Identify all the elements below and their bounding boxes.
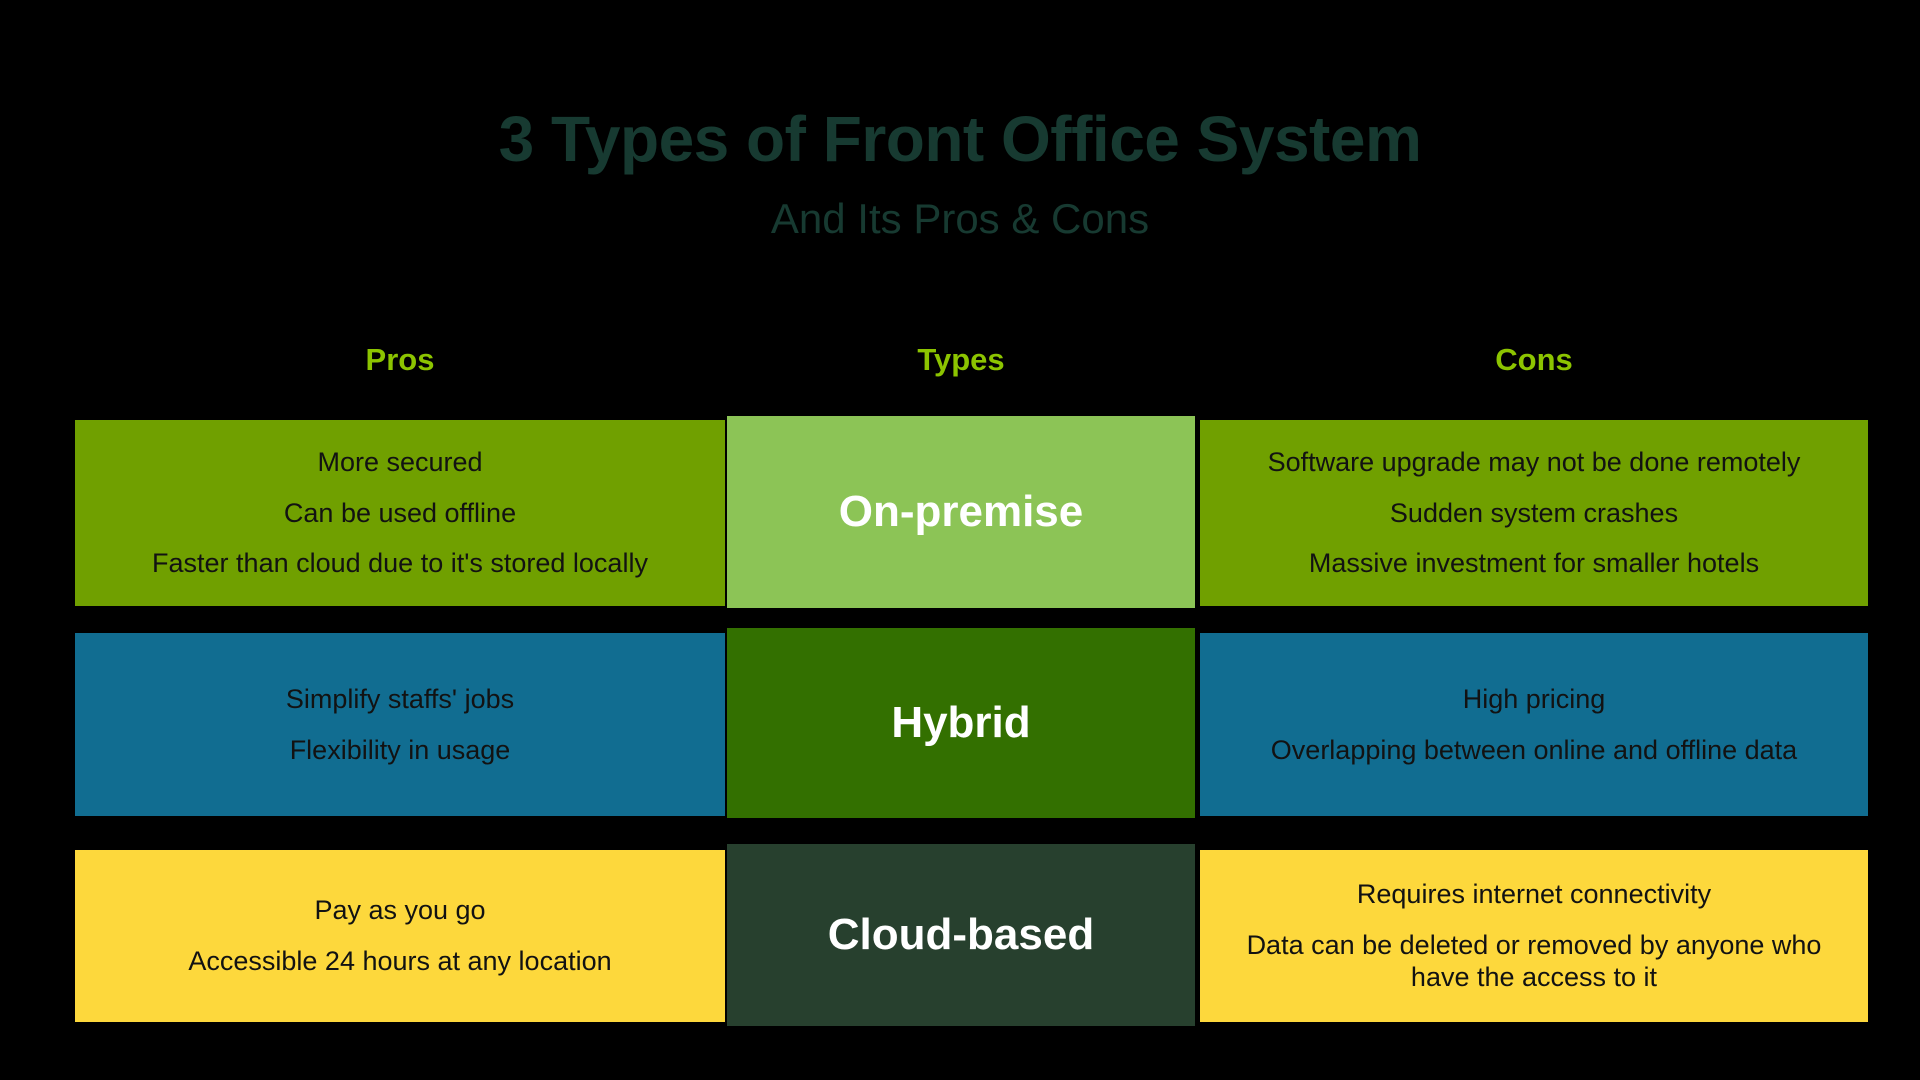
type-label: Cloud-based bbox=[827, 909, 1095, 959]
cons-item: High pricing bbox=[1462, 683, 1606, 714]
type-label: On-premise bbox=[838, 486, 1084, 536]
type-cell: Cloud-based bbox=[727, 844, 1195, 1026]
type-label: Hybrid bbox=[891, 697, 1031, 747]
page-title: 3 Types of Front Office System bbox=[498, 103, 1422, 175]
cons-item: Data can be deleted or removed by anyone… bbox=[1246, 929, 1822, 993]
pros-item: Flexibility in usage bbox=[289, 734, 511, 765]
pros-item: More secured bbox=[317, 446, 483, 477]
cons-item: Sudden system crashes bbox=[1389, 497, 1679, 528]
pros-item: Accessible 24 hours at any location bbox=[188, 946, 612, 976]
cons-item: Massive investment for smaller hotels bbox=[1308, 548, 1760, 579]
type-cell: On-premise bbox=[727, 416, 1195, 608]
pros-item: Can be used offline bbox=[283, 497, 517, 528]
cons-item: Software upgrade may not be done remotel… bbox=[1267, 446, 1801, 477]
cons-item: Overlapping between online and offline d… bbox=[1270, 734, 1798, 765]
pros-item: Pay as you go bbox=[314, 895, 486, 926]
column-header-pros: Pros bbox=[365, 342, 435, 377]
pros-item: Faster than cloud due to it's stored loc… bbox=[152, 548, 648, 579]
page-subtitle: And Its Pros & Cons bbox=[770, 195, 1150, 242]
cons-item: Requires internet connectivity bbox=[1356, 878, 1712, 909]
column-header-types: Types bbox=[917, 342, 1005, 377]
column-header-cons: Cons bbox=[1495, 342, 1573, 377]
type-cell: Hybrid bbox=[727, 628, 1195, 818]
cons-cell: Software upgrade may not be done remotel… bbox=[1200, 420, 1868, 606]
pros-cell: Pay as you go Accessible 24 hours at any … bbox=[75, 850, 725, 1022]
pros-item: Simplify staffs' jobs bbox=[285, 683, 515, 714]
matrix-row: Pay as you go Accessible 24 hours at any … bbox=[0, 844, 1920, 1026]
